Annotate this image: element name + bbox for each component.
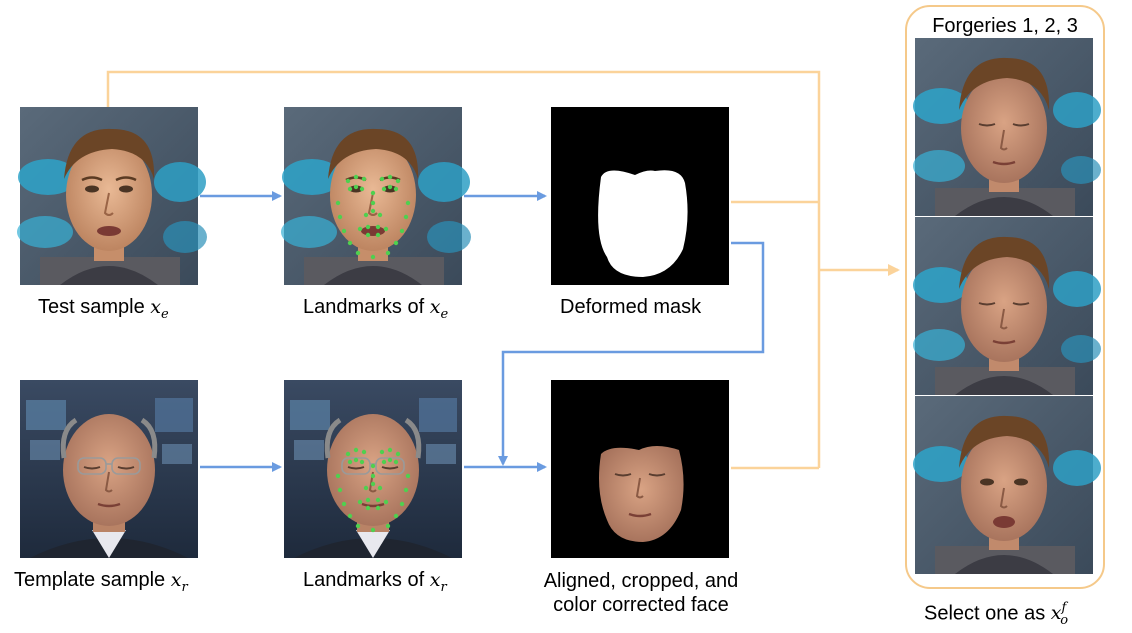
test-sample-text: Test sample (38, 296, 145, 318)
aligned-line-1: Aligned, cropped, and (543, 570, 739, 592)
aligned-face-label: Aligned, cropped, and color corrected fa… (532, 569, 750, 617)
var-sub: e (161, 306, 169, 322)
var-sub: o (1060, 613, 1069, 629)
blue-arrows (200, 191, 765, 472)
orange-connectors (106, 70, 900, 470)
var-x: x (429, 569, 441, 591)
landmarks-r-label: Landmarks of xr (303, 568, 447, 600)
test-sample-variable: xe (150, 296, 168, 322)
forgery-1-image (911, 36, 1103, 218)
landmarks-r-variable: xr (429, 569, 447, 595)
forgery-2-image (911, 215, 1103, 397)
landmarks-e-variable: xe (429, 296, 448, 322)
test-sample-image (15, 105, 209, 287)
landmarks-e-label: Landmarks of xe (303, 295, 448, 327)
landmarks-e-text: Landmarks of (303, 296, 425, 318)
deformed-mask-text: Deformed mask (560, 296, 702, 318)
template-sample-label: Template sample xr (14, 568, 188, 600)
forgeries-title: Forgeries 1, 2, 3 (906, 14, 1104, 38)
select-variable: xfo (1050, 601, 1068, 628)
landmarks-e-image (279, 105, 473, 287)
var-x: x (170, 569, 182, 591)
aligned-line-2: color corrected face (553, 594, 729, 616)
aligned-face-image (551, 380, 729, 558)
template-sample-variable: xr (170, 569, 188, 595)
test-sample-label: Test sample xe (38, 295, 169, 327)
var-sub: r (181, 579, 188, 595)
deformed-mask-image (551, 107, 729, 285)
deformed-mask-label: Deformed mask (560, 295, 701, 319)
template-sample-text: Template sample (14, 569, 166, 591)
landmarks-r-image (284, 380, 462, 558)
var-x: x (429, 296, 441, 318)
forgeries-title-text: Forgeries 1, 2, 3 (932, 15, 1078, 37)
var-sub: e (440, 306, 449, 322)
select-one-label: Select one as xfo (924, 597, 1068, 633)
forgery-3-image (913, 396, 1101, 574)
var-sup: f (1061, 601, 1067, 616)
template-sample-image (20, 380, 198, 558)
var-sub: r (440, 579, 447, 595)
select-one-text: Select one as (924, 602, 1046, 625)
var-x: x (1050, 602, 1062, 625)
landmarks-r-text: Landmarks of (303, 569, 425, 591)
var-x: x (150, 296, 161, 318)
